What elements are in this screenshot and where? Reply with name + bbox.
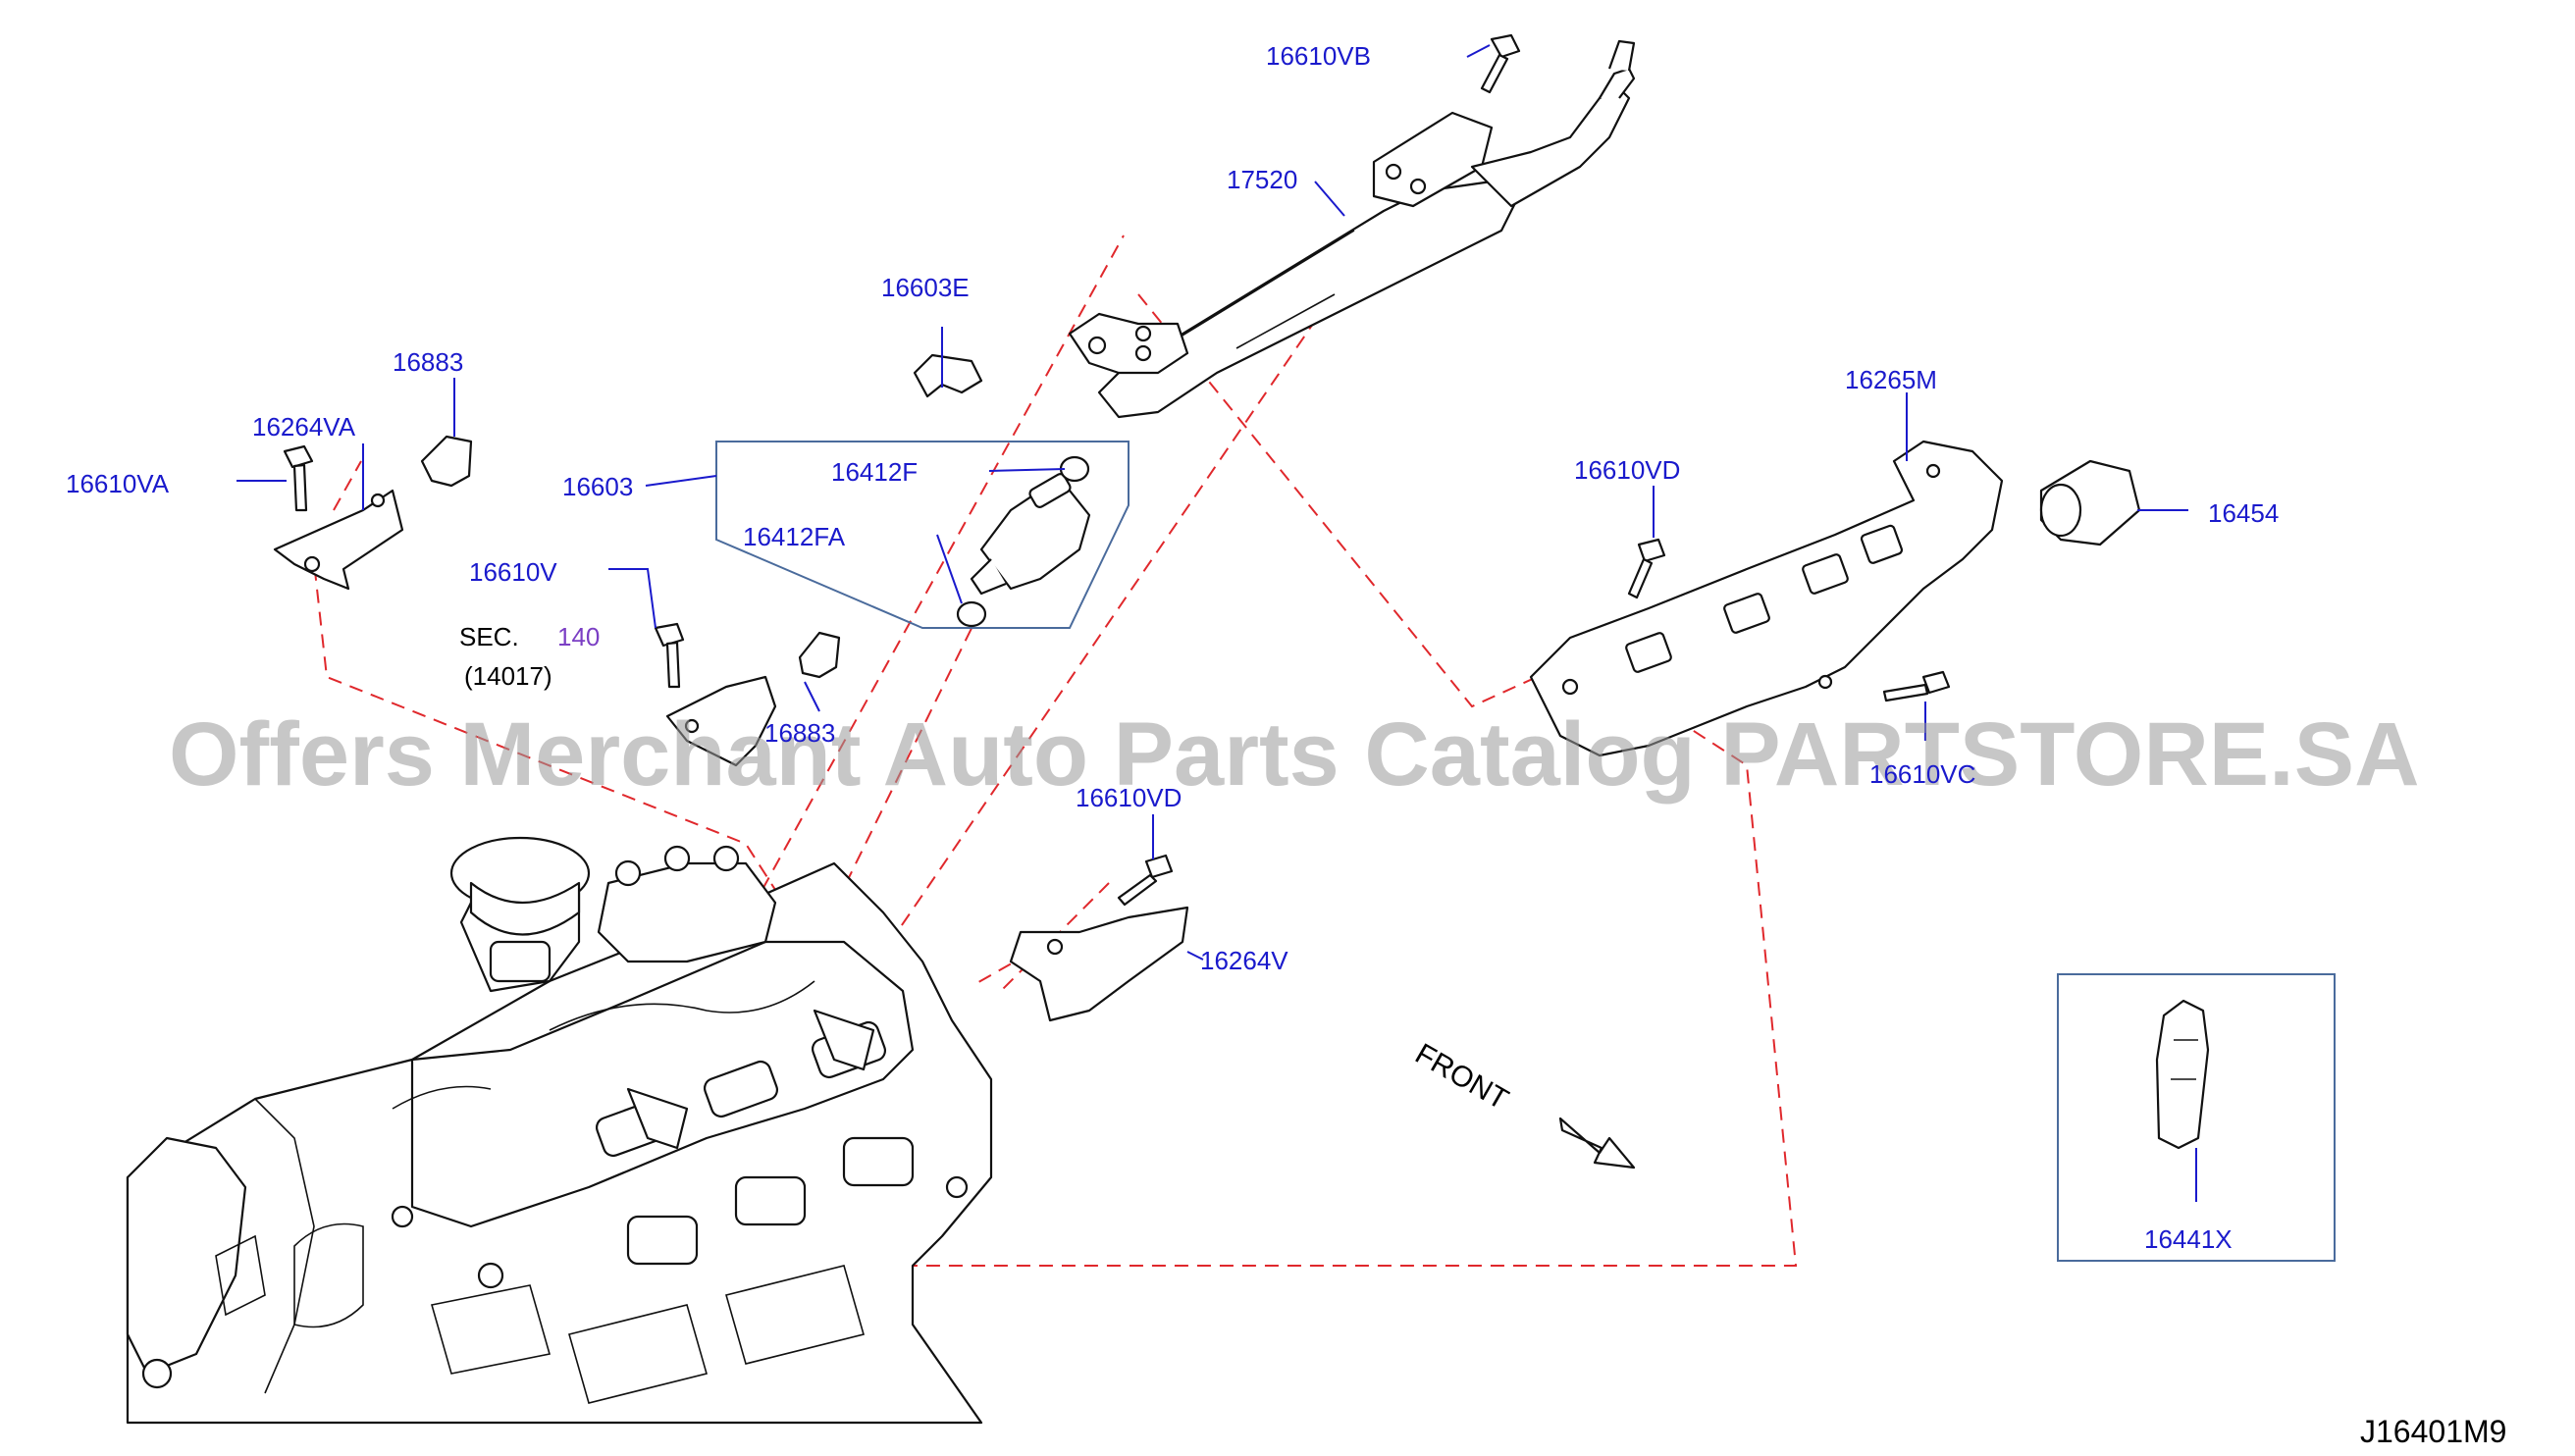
bolt-16610VD-lower <box>1117 854 1174 907</box>
diagram-code: J16401M9 <box>2360 1414 2506 1449</box>
watermark-text: Offers Merchant Auto Parts Catalog PARTS… <box>169 704 2420 805</box>
injector-group-16603 <box>715 441 1130 629</box>
bracket-16264V <box>1009 906 1189 1022</box>
part-label-16603[interactable]: 16603 <box>562 472 633 501</box>
part-label-16610VC[interactable]: 16610VC <box>1869 759 1975 789</box>
part-label-16883-lower[interactable]: 16883 <box>764 718 835 748</box>
bolt-16610VC <box>1882 670 1951 702</box>
sec-label: SEC. <box>459 622 519 651</box>
clip-16883-lower <box>798 631 841 679</box>
sec-sub-label: (14017) <box>464 661 552 691</box>
part-label-16883-upper[interactable]: 16883 <box>393 347 463 377</box>
part-label-16610V[interactable]: 16610V <box>469 557 557 587</box>
bracket-16264VA <box>273 489 404 591</box>
front-arrow-icon <box>1558 1117 1636 1170</box>
bolt-16610VA <box>283 444 314 512</box>
heat-shield-16265M <box>1529 440 2004 757</box>
part-label-16265M[interactable]: 16265M <box>1845 365 1937 394</box>
part-label-16454[interactable]: 16454 <box>2208 498 2279 528</box>
part-label-16610VB[interactable]: 16610VB <box>1266 41 1371 71</box>
sec-number-link[interactable]: 140 <box>557 622 600 651</box>
part-label-16610VA[interactable]: 16610VA <box>66 469 170 498</box>
bolt-16610VB <box>1480 33 1521 94</box>
bracket-center <box>665 675 777 767</box>
engine-block <box>126 836 993 1425</box>
clip-16603E <box>913 353 983 398</box>
bolt-16610V <box>654 622 685 689</box>
part-label-16412F[interactable]: 16412F <box>831 457 918 487</box>
box-16441X <box>2057 973 2336 1262</box>
part-label-16603E[interactable]: 16603E <box>881 273 970 302</box>
front-label: FRONT <box>1410 1037 1514 1116</box>
part-label-17520[interactable]: 17520 <box>1227 165 1297 194</box>
clip-16883-upper <box>420 435 473 488</box>
fuel-rail-17520 <box>1068 39 1636 419</box>
leader-lines <box>236 44 2188 961</box>
part-label-16412FA[interactable]: 16412FA <box>743 522 846 551</box>
part-label-16264VA[interactable]: 16264VA <box>252 412 356 442</box>
insulator-16454 <box>2039 459 2141 546</box>
bolt-16610VD-upper <box>1627 538 1666 599</box>
part-label-16610VD-lower[interactable]: 16610VD <box>1076 783 1182 812</box>
part-label-16441X[interactable]: 16441X <box>2144 1224 2233 1254</box>
part-label-16264V[interactable]: 16264V <box>1200 946 1288 975</box>
part-label-16610VD-upper[interactable]: 16610VD <box>1574 455 1680 485</box>
